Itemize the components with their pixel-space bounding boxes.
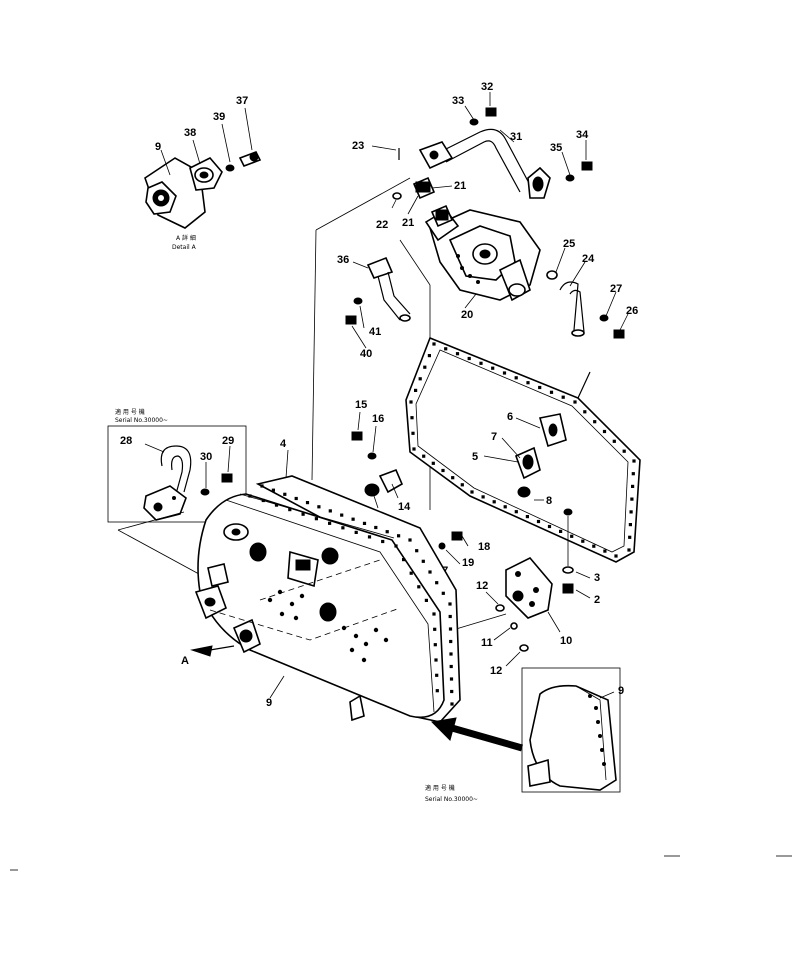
label-27: 27 (610, 283, 622, 295)
label-40: 40 (360, 348, 372, 360)
label-18: 18 (478, 541, 490, 553)
label-11: 11 (481, 637, 493, 649)
label-8: 8 (546, 495, 552, 507)
serial-right-en: Serial No.30000~ (425, 796, 478, 803)
view-arrow-a: A (181, 655, 189, 667)
label-34: 34 (576, 129, 589, 141)
label-21: 21 (402, 217, 414, 229)
label-9-main: 9 (266, 697, 272, 709)
label-2: 2 (594, 594, 600, 606)
label-20: 20 (461, 309, 473, 321)
label-5: 5 (472, 451, 478, 463)
label-16: 16 (372, 413, 384, 425)
label-26: 26 (626, 305, 638, 317)
label-38: 38 (184, 127, 196, 139)
serial-left-jp: 適 用 号 機 (115, 408, 145, 416)
label-9-detail: 9 (155, 141, 161, 153)
inset-right-tank (527, 684, 617, 791)
label-25: 25 (563, 238, 575, 250)
label-3: 3 (594, 572, 600, 584)
label-23: 23 (352, 140, 364, 152)
label-4: 4 (280, 438, 287, 450)
cover-gasket (405, 336, 641, 599)
label-9-inset: 9 (618, 685, 624, 697)
label-37: 37 (236, 95, 248, 107)
label-30: 30 (200, 451, 212, 463)
label-24: 24 (582, 253, 595, 265)
inset-left-leader-2 (117, 529, 211, 581)
inset-left-frame (107, 425, 247, 523)
label-14: 14 (398, 501, 411, 513)
label-35: 35 (550, 142, 562, 154)
label-10: 10 (560, 635, 572, 647)
label-19: 19 (462, 557, 474, 569)
label-39: 39 (213, 111, 225, 123)
detail-a-note-jp: A 詳 細 (176, 234, 196, 242)
inset-left-elbow (143, 443, 233, 521)
label-7: 7 (491, 431, 497, 443)
label-32: 32 (481, 81, 493, 93)
serial-left-en: Serial No.30000~ (115, 417, 168, 424)
flange-assembly (445, 557, 561, 667)
label-12-upper: 12 (476, 580, 488, 592)
pipe-assembly (311, 92, 629, 510)
label-28: 28 (120, 435, 132, 447)
inset-pointer-arrow (430, 717, 523, 752)
label-33: 33 (452, 95, 464, 107)
label-21-top: 21 (454, 180, 466, 192)
inset-right-frame (521, 667, 621, 793)
label-41: 41 (369, 326, 381, 338)
label-31: 31 (510, 131, 522, 143)
label-29: 29 (222, 435, 234, 447)
label-22: 22 (376, 219, 388, 231)
label-15: 15 (355, 399, 367, 411)
detail-a-note-en: Detail A (172, 244, 197, 251)
serial-right-jp: 適 用 号 機 (425, 784, 455, 792)
detail-a-assembly (144, 107, 262, 229)
main-housing (190, 449, 461, 723)
label-12-lower: 12 (490, 665, 502, 677)
label-6: 6 (507, 411, 513, 423)
label-36: 36 (337, 254, 349, 266)
inset-left-leader-1 (117, 511, 185, 531)
